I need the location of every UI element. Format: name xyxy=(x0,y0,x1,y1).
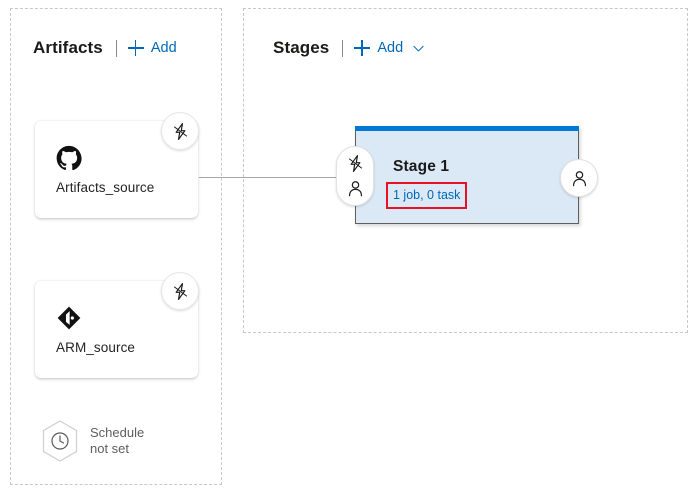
artifacts-add-button[interactable]: Add xyxy=(127,40,177,56)
schedule-line-1: Schedule xyxy=(90,425,145,440)
artifact-label: ARM_source xyxy=(56,340,136,355)
stage-card[interactable] xyxy=(355,126,579,224)
plus-icon xyxy=(354,40,371,56)
lightning-bolt-icon xyxy=(348,154,362,172)
header-divider xyxy=(115,39,117,57)
artifact-trigger-badge[interactable] xyxy=(161,112,199,150)
stages-panel xyxy=(243,8,688,333)
azure-repos-icon xyxy=(57,306,81,330)
lightning-bolt-icon xyxy=(173,282,187,300)
schedule-line-2: not set xyxy=(90,441,130,456)
stages-header: Stages Add xyxy=(273,38,425,58)
artifact-to-stage-connector xyxy=(199,177,355,178)
artifact-label: Artifacts_source xyxy=(56,180,155,195)
artifact-trigger-badge[interactable] xyxy=(161,272,199,310)
artifacts-header: Artifacts Add xyxy=(33,38,177,58)
header-divider xyxy=(342,39,344,57)
clock-icon xyxy=(42,420,78,462)
pre-deployment-conditions-badge[interactable] xyxy=(336,146,374,206)
schedule-label: Schedule not set xyxy=(90,425,144,457)
person-icon xyxy=(348,181,362,197)
stages-title: Stages xyxy=(273,38,330,57)
stages-add-label: Add xyxy=(377,40,404,56)
stage-summary-link[interactable]: 1 job, 0 task xyxy=(393,188,461,202)
lightning-bolt-icon xyxy=(173,122,187,140)
stage-name: Stage 1 xyxy=(393,158,450,175)
artifacts-title: Artifacts xyxy=(33,38,103,57)
stage-summary-highlight[interactable]: 1 job, 0 task xyxy=(386,182,468,209)
stage-status-bar xyxy=(355,126,579,131)
github-icon xyxy=(56,145,82,171)
person-icon xyxy=(572,170,586,186)
schedule-trigger[interactable]: Schedule not set xyxy=(40,419,144,463)
artifacts-add-label: Add xyxy=(150,40,177,56)
post-deployment-conditions-badge[interactable] xyxy=(560,159,598,197)
stages-add-button[interactable]: Add xyxy=(354,40,425,56)
plus-icon xyxy=(127,40,144,56)
chevron-down-icon xyxy=(413,45,424,52)
artifacts-panel xyxy=(10,8,222,485)
